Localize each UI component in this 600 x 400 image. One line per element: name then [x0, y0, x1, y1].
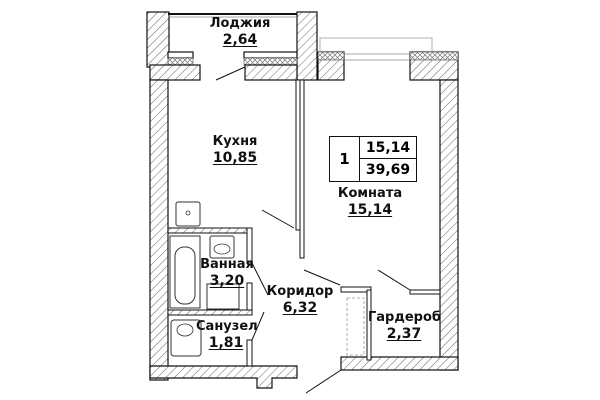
- room-name: Лоджия: [209, 16, 271, 31]
- room-area: 3,20: [209, 272, 245, 289]
- room-area: 10,85: [212, 149, 258, 166]
- bathroom-sink: [209, 235, 235, 259]
- bathtub: [169, 235, 201, 309]
- room-area: 1,81: [208, 334, 244, 351]
- total-area: 39,69: [365, 162, 411, 178]
- room-name: Кухня: [212, 134, 258, 149]
- room-area: 6,32: [282, 299, 318, 316]
- room-label-corridor: Коридор 6,32: [262, 284, 338, 316]
- room-name: Комната: [337, 186, 403, 201]
- room-count: 1: [330, 137, 360, 181]
- room-label-bathroom: Ванная 3,20: [198, 257, 256, 289]
- room-area: 2,64: [222, 31, 258, 48]
- living-area: 15,14: [360, 137, 416, 159]
- room-label-kitchen: Кухня 10,85: [195, 134, 275, 166]
- room-label-wardrobe: Гардероб 2,37: [368, 310, 441, 342]
- room-name: Ванная: [200, 257, 254, 272]
- bathroom-walls: [167, 227, 441, 367]
- room-name: Коридор: [266, 284, 334, 299]
- washing-machine: [206, 283, 240, 310]
- room-label-toilet: Санузел 1,81: [196, 319, 258, 351]
- loggia-walls: [146, 11, 318, 81]
- room-name: Гардероб: [368, 310, 441, 325]
- kitchen-sink: [175, 201, 201, 227]
- room-area: 15,14: [347, 201, 393, 218]
- toilet: [170, 319, 202, 357]
- wardrobe-closet: [346, 297, 365, 356]
- apartment-summary-table: 1 15,14 39,69: [329, 136, 417, 182]
- room-label-loggia: Лоджия 2,64: [190, 16, 290, 48]
- room-name: Санузел: [196, 319, 258, 334]
- door-swings: [215, 66, 411, 394]
- room-label-room: Комната 15,14: [325, 186, 415, 218]
- room-area: 2,37: [386, 325, 422, 342]
